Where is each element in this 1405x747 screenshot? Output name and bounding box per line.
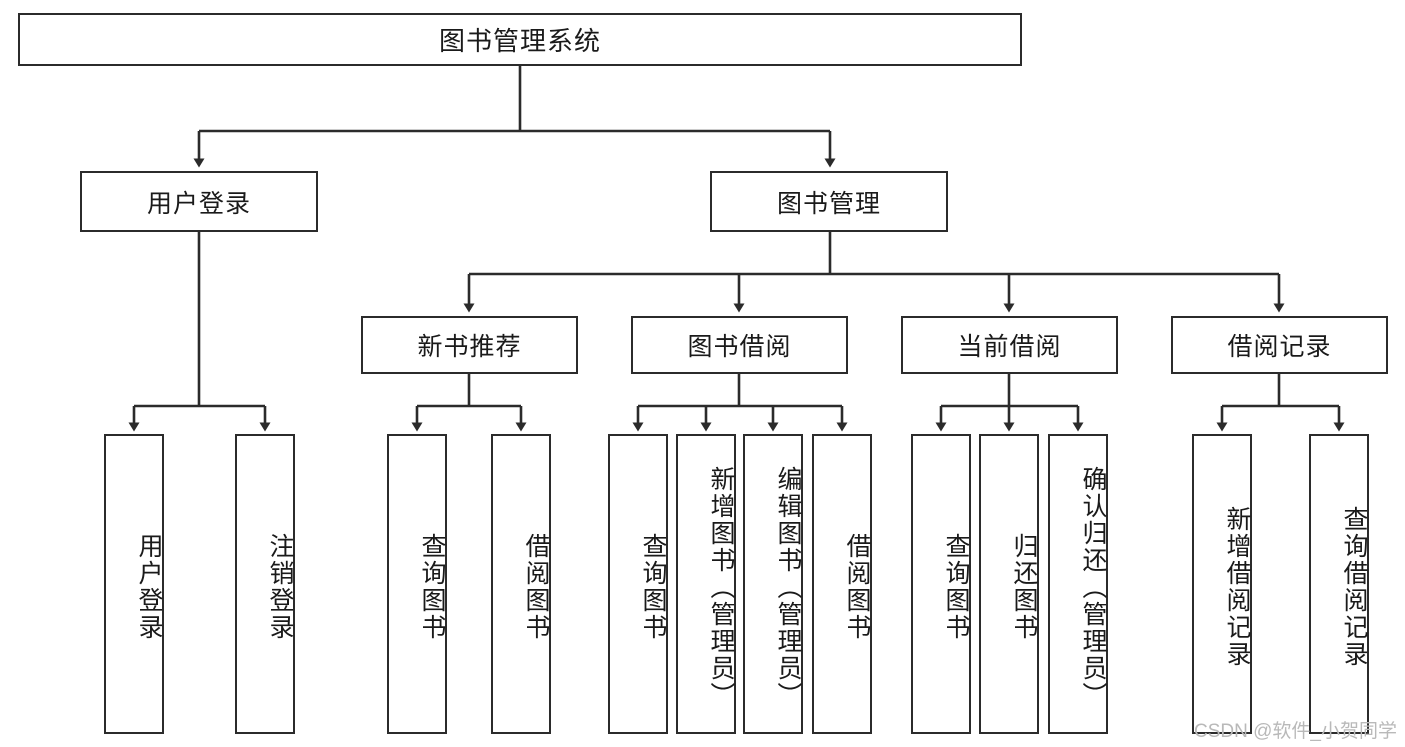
leaf-user-login[interactable]: 用户登录 [104,434,164,734]
node-label: 查询图书 [418,533,446,641]
node-book-management[interactable]: 图书管理 [710,171,948,232]
node-label: 查询图书 [639,533,667,641]
watermark-csdn: CSDN @软件_小贺同学 [1194,721,1397,742]
leaf-borrow-book[interactable]: 借阅图书 [812,434,872,734]
node-current-borrow[interactable]: 当前借阅 [901,316,1118,374]
node-label: 借阅图书 [522,533,550,641]
leaf-return-book[interactable]: 归还图书 [979,434,1039,734]
node-label: 用户登录 [146,189,251,218]
node-label: 归还图书 [1010,533,1038,641]
node-label: 当前借阅 [957,333,1062,361]
node-label: 编辑图书（管理员） [774,465,802,709]
node-label: 注销登录 [266,533,294,641]
leaf-add-borrow-record[interactable]: 新增借阅记录 [1192,434,1252,734]
node-user-login[interactable]: 用户登录 [80,171,318,232]
leaf-add-book-admin[interactable]: 新增图书（管理员） [676,434,736,734]
node-root-book-management-system[interactable]: 图书管理系统 [18,13,1022,66]
node-label: 用户登录 [135,533,163,641]
node-label: 查询图书 [942,533,970,641]
leaf-edit-book-admin[interactable]: 编辑图书（管理员） [743,434,803,734]
node-new-book-recommend[interactable]: 新书推荐 [361,316,578,374]
node-label: 图书管理 [776,189,881,218]
leaf-confirm-return-admin[interactable]: 确认归还（管理员） [1048,434,1108,734]
node-label: 图书管理系统 [438,26,601,56]
node-label: 确认归还（管理员） [1079,465,1107,709]
node-borrow-record[interactable]: 借阅记录 [1171,316,1388,374]
leaf-logout-login[interactable]: 注销登录 [235,434,295,734]
node-book-borrow[interactable]: 图书借阅 [631,316,848,374]
node-label: 查询借阅记录 [1340,506,1368,668]
node-label: 借阅记录 [1227,333,1332,361]
node-label: 借阅图书 [843,533,871,641]
leaf-query-book-borrow[interactable]: 查询图书 [608,434,668,734]
node-label: 新增借阅记录 [1223,506,1251,668]
node-label: 新增图书（管理员） [707,465,735,709]
node-label: 新书推荐 [417,333,522,361]
leaf-borrow-book-recommend[interactable]: 借阅图书 [491,434,551,734]
node-label: 图书借阅 [687,333,792,361]
leaf-query-book-current[interactable]: 查询图书 [911,434,971,734]
leaf-query-book-recommend[interactable]: 查询图书 [387,434,447,734]
leaf-query-borrow-record[interactable]: 查询借阅记录 [1309,434,1369,734]
